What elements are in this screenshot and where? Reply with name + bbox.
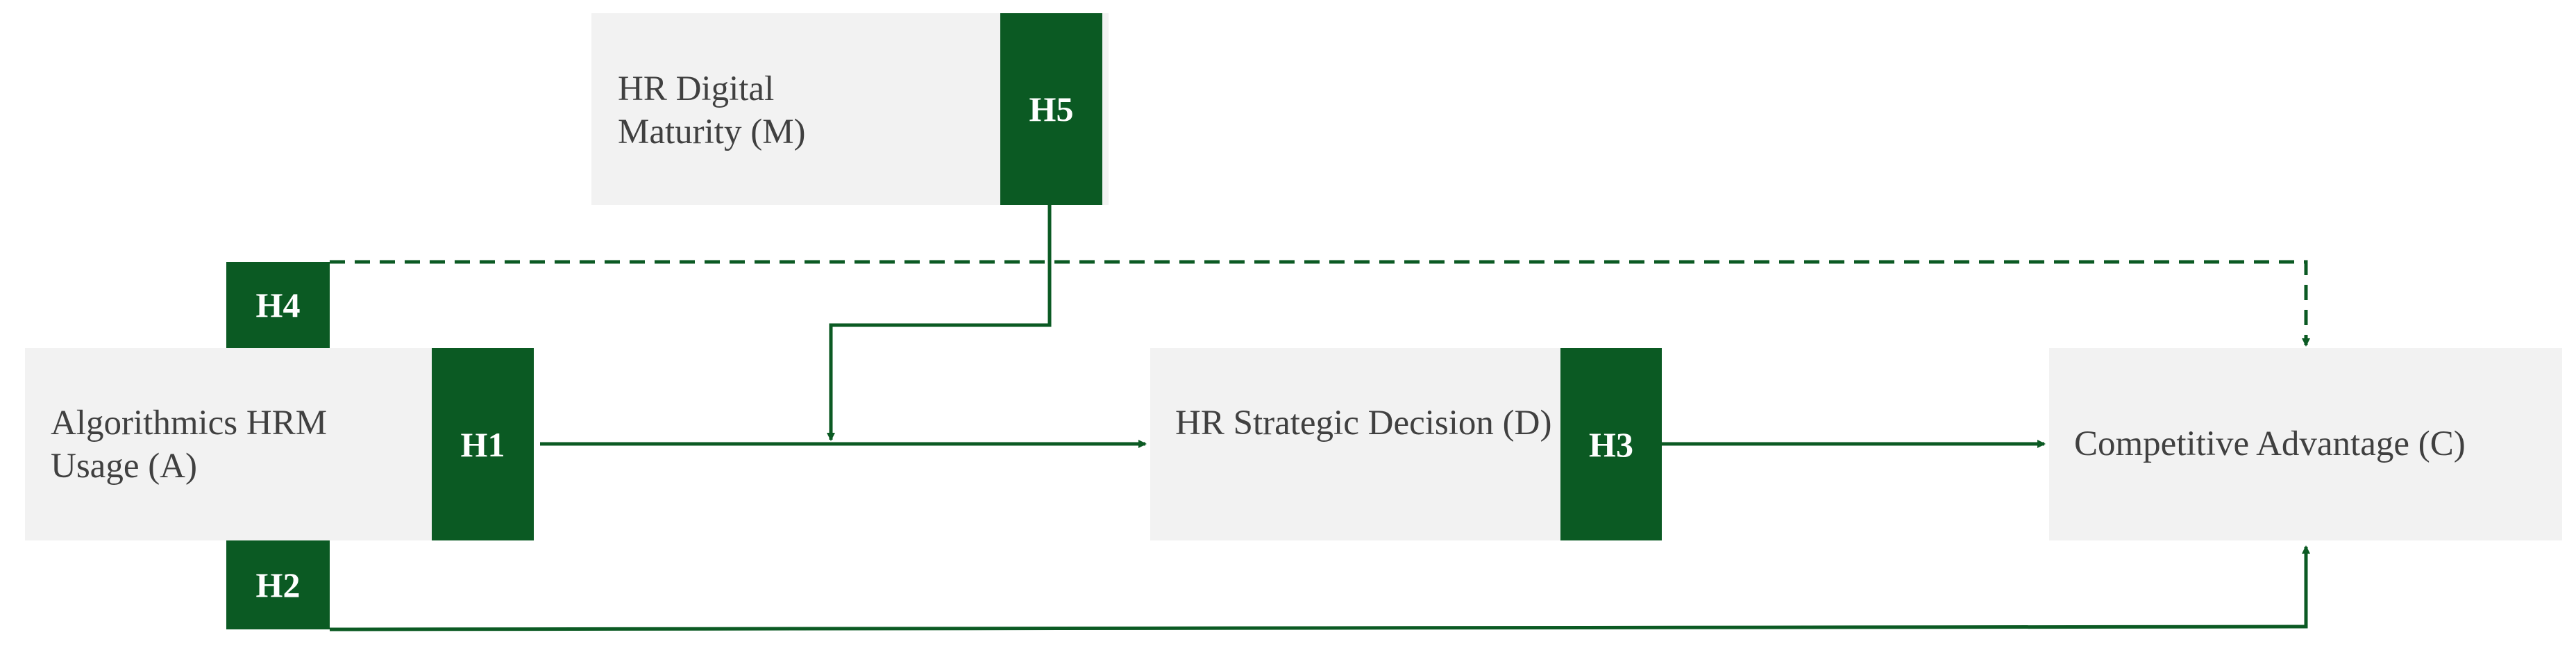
tag-h1: H1 bbox=[432, 348, 534, 540]
node-competitive-advantage: Competitive Advantage (C) bbox=[2049, 348, 2562, 540]
arrow-h4-dashed-a-to-c bbox=[330, 260, 2310, 347]
node-competitive-advantage-label: Competitive Advantage (C) bbox=[2074, 424, 2466, 463]
arrow-h2-a-to-c bbox=[329, 545, 2310, 631]
tag-h3: H3 bbox=[1560, 348, 1662, 540]
tag-h2: H2 bbox=[226, 540, 330, 629]
node-hr-digital-maturity-label: HR Digital Maturity (M) bbox=[618, 69, 806, 151]
node-hr-strategic-decision-label: HR Strategic Decision (D) bbox=[1175, 404, 1552, 443]
node-algorithmic-hrm-usage-label: Algorithmics HRM Usage (A) bbox=[51, 404, 328, 486]
arrow-h5-moderation bbox=[827, 205, 1052, 441]
tag-h5: H5 bbox=[1000, 13, 1102, 205]
tag-h4: H4 bbox=[226, 262, 330, 348]
